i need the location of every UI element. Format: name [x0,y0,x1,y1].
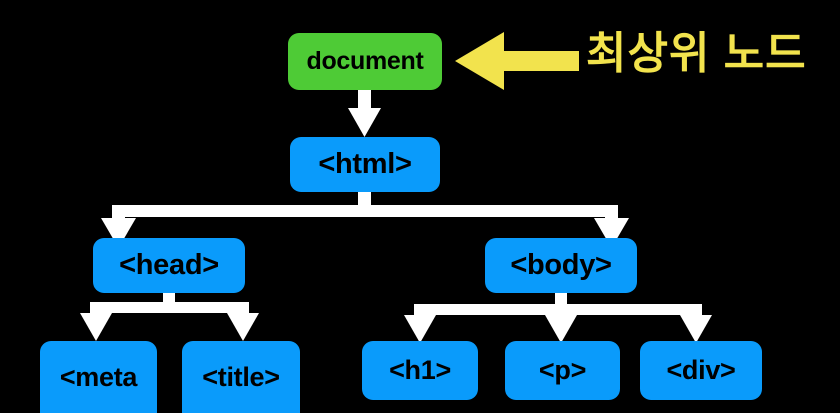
node-document[interactable]: document [288,33,442,90]
node-body[interactable]: <body> [485,238,637,293]
edge-body-to-children [404,293,712,343]
node-head[interactable]: <head> [93,238,245,293]
node-p[interactable]: <p> [505,341,620,400]
node-html[interactable]: <html> [290,137,440,192]
node-div[interactable]: <div> [640,341,762,400]
annotation-label: 최상위 노드 [586,29,807,78]
edge-head-to-children [80,293,259,341]
node-h1[interactable]: <h1> [362,341,478,400]
edge-document-to-html [348,90,381,137]
node-meta[interactable]: <meta [40,341,157,413]
annotation-arrow-icon [455,32,579,90]
node-title[interactable]: <title> [182,341,300,413]
